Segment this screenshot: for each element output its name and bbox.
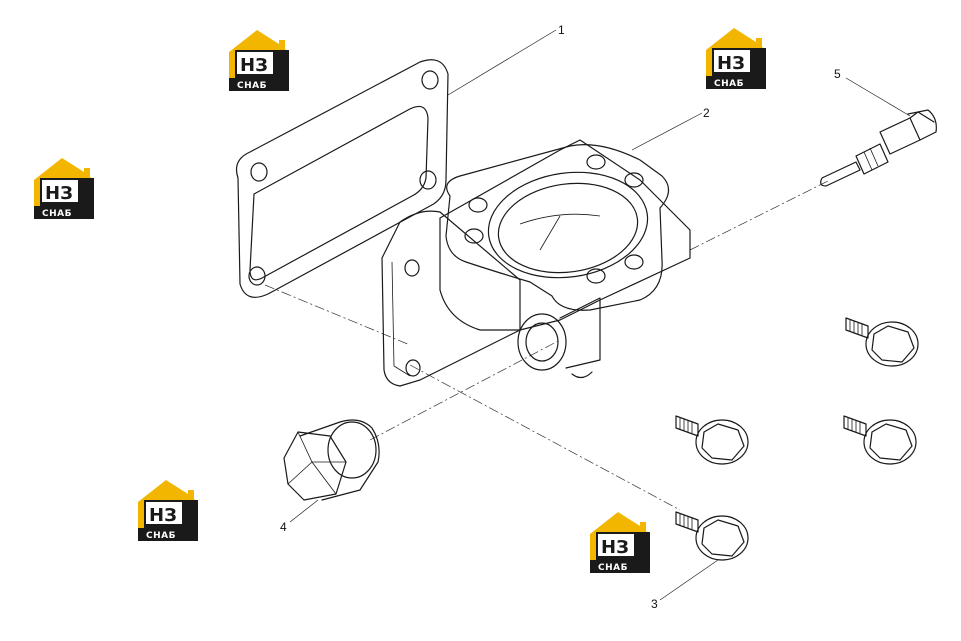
svg-text:СНАБ: СНАБ — [598, 563, 628, 573]
logo-watermark: НЗ СНАБ — [590, 512, 650, 573]
svg-text:НЗ: НЗ — [601, 537, 629, 558]
callout-label-3: 3 — [651, 597, 658, 611]
callout-label-1: 1 — [558, 23, 565, 37]
logo-watermark: НЗ СНАБ — [34, 158, 94, 219]
thermostat-housing-part — [381, 139, 691, 387]
leader-lines — [289, 29, 911, 601]
svg-text:СНАБ: СНАБ — [714, 79, 744, 89]
svg-text:НЗ: НЗ — [240, 55, 268, 76]
flange-bolt-part — [675, 317, 919, 561]
svg-text:СНАБ: СНАБ — [42, 209, 72, 219]
callout-label-5: 5 — [834, 67, 841, 81]
logo-watermark: НЗ СНАБ — [229, 30, 289, 91]
svg-text:НЗ: НЗ — [45, 183, 73, 204]
svg-text:НЗ: НЗ — [717, 53, 745, 74]
gasket-part — [235, 59, 449, 298]
logo-watermark: НЗ СНАБ — [706, 28, 766, 89]
temperature-sensor-part — [820, 109, 937, 187]
logo-watermark: НЗ СНАБ — [138, 480, 198, 541]
svg-text:НЗ: НЗ — [149, 505, 177, 526]
callout-label-2: 2 — [703, 106, 710, 120]
svg-text:СНАБ: СНАБ — [146, 531, 176, 541]
plug-part — [283, 419, 380, 501]
callout-label-4: 4 — [280, 520, 287, 534]
svg-text:СНАБ: СНАБ — [237, 81, 267, 91]
centerlines — [264, 179, 831, 511]
